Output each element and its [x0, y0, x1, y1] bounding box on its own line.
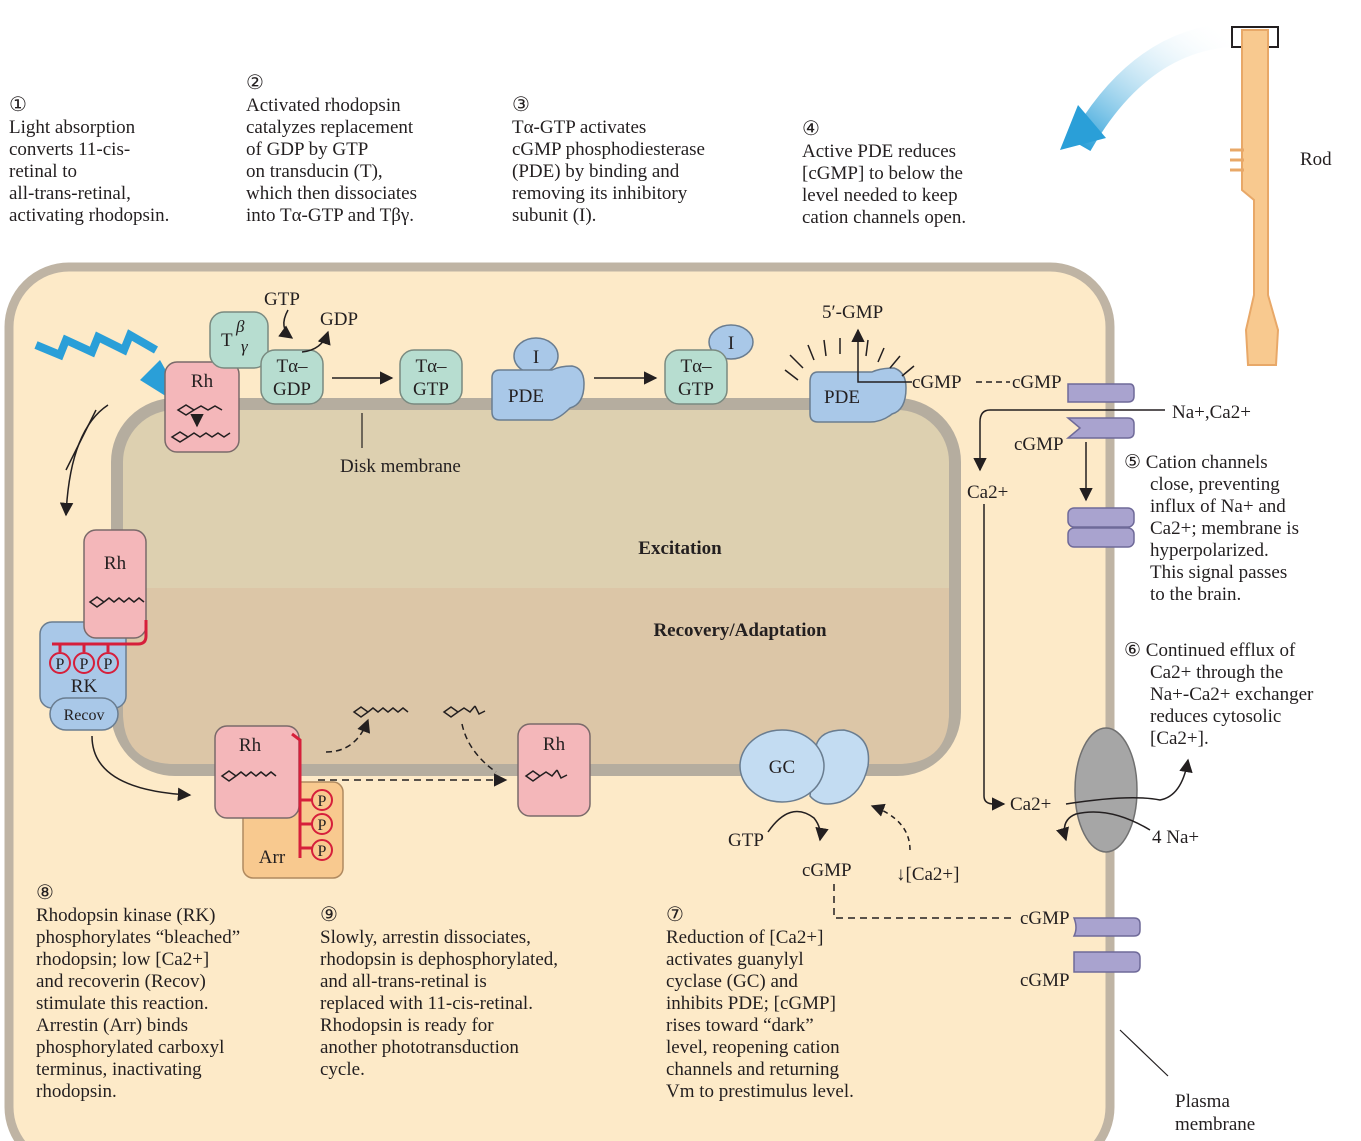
disk-membrane-label: Disk membrane — [340, 456, 461, 477]
step-8: ⑧ Rhodopsin kinase (RK) phosphorylates “… — [36, 882, 241, 1102]
svg-text:I: I — [728, 333, 734, 354]
transducin-alpha-gtp-2: I Tα– GTP — [664, 324, 754, 405]
rod-label: Rod — [1300, 149, 1332, 170]
four-na-label: 4 Na+ — [1152, 827, 1199, 848]
cis-retinal — [442, 705, 486, 718]
step-3: ③ Tα-GTP activates cGMP phosphodiesteras… — [512, 94, 705, 226]
cation-channel-open — [1065, 383, 1135, 439]
low-ca-label: ↓[Ca2+] — [896, 864, 959, 885]
svg-text:GDP: GDP — [273, 379, 311, 400]
svg-text:Rh: Rh — [104, 553, 127, 574]
svg-text:Rh: Rh — [239, 735, 262, 756]
svg-text:GTP: GTP — [678, 379, 714, 400]
na-ca-label: Na+,Ca2+ — [1172, 402, 1251, 423]
rod-icon — [1060, 23, 1280, 366]
step-9: ⑨ Slowly, arrestin dissociates, rhodopsi… — [320, 904, 559, 1080]
svg-text:Tα–: Tα– — [276, 356, 308, 377]
svg-text:GC: GC — [769, 757, 795, 778]
svg-text:P: P — [104, 656, 113, 673]
svg-text:P: P — [318, 817, 327, 834]
plasma-membrane-label-1: Plasma — [1175, 1091, 1230, 1112]
all-trans-retinal — [352, 706, 409, 718]
gdp-label: GDP — [320, 309, 358, 330]
cgmp-bottom-label: cGMP — [1020, 970, 1070, 991]
plasma-membrane-label-2: membrane — [1175, 1114, 1255, 1135]
svg-text:Rh: Rh — [543, 734, 566, 755]
cation-channel-closed — [1067, 507, 1135, 548]
na-ca-exchanger — [1074, 727, 1138, 853]
step-6: ⑥ Continued efflux of Ca2+ through the N… — [1124, 640, 1314, 749]
excitation-label: Excitation — [638, 538, 722, 559]
step-7: ⑦ Reduction of [Ca2+] activates guanylyl… — [666, 904, 854, 1102]
recovery-label: Recovery/Adaptation — [653, 620, 827, 641]
svg-text:P: P — [318, 793, 327, 810]
cgmp-gc-label: cGMP — [802, 860, 852, 881]
disk — [111, 398, 961, 776]
step-5: ⑤ Cation channels close, preventing infl… — [1124, 452, 1299, 605]
ca-exchanger-label: Ca2+ — [1010, 794, 1051, 815]
svg-text:γ: γ — [241, 337, 249, 356]
step-2: ② Activated rhodopsin catalyzes replacem… — [246, 72, 417, 226]
guanylyl-cyclase: GC — [739, 729, 870, 805]
step-4: ④ Active PDE reduces [cGMP] to below the… — [802, 118, 967, 228]
svg-text:P: P — [318, 843, 327, 860]
svg-text:P: P — [80, 656, 89, 673]
svg-text:PDE: PDE — [508, 386, 544, 407]
rhodopsin-rk-complex: Rh P P P RK Recov — [39, 529, 148, 731]
step-1: ① Light absorption converts 11-cis- reti… — [9, 94, 170, 226]
svg-text:P: P — [56, 656, 65, 673]
svg-text:Recov: Recov — [64, 707, 105, 724]
transducin-alpha-gtp-1: Tα– GTP — [399, 349, 463, 405]
rhodopsin-regenerated: Rh — [517, 723, 591, 817]
svg-text:β: β — [235, 317, 245, 336]
svg-text:I: I — [533, 347, 539, 368]
svg-text:Arr: Arr — [259, 847, 286, 868]
svg-text:PDE: PDE — [824, 387, 860, 408]
five-gmp-label: 5′-GMP — [822, 302, 883, 323]
svg-text:Tα–: Tα– — [415, 356, 447, 377]
svg-text:Rh: Rh — [191, 371, 214, 392]
pde-inactive: I PDE — [491, 337, 585, 421]
cation-channel-reopened — [1072, 917, 1141, 973]
svg-text:GTP: GTP — [413, 379, 449, 400]
cgmp-top-2: cGMP — [1012, 372, 1062, 393]
gtp-gc-label: GTP — [728, 830, 764, 851]
ca-inside-label: Ca2+ — [967, 482, 1008, 503]
svg-text:T: T — [221, 330, 233, 351]
transducin-beta-gamma: T β γ — [209, 311, 269, 369]
gtp-label: GTP — [264, 289, 300, 310]
svg-text:Tα–: Tα– — [680, 356, 712, 377]
cgmp-channel-label: cGMP — [1014, 434, 1064, 455]
transducin-alpha-gdp: Tα– GDP — [260, 349, 324, 405]
cgmp-reopen-label: cGMP — [1020, 908, 1070, 929]
rhodopsin-active: Rh — [164, 361, 240, 453]
cgmp-top-1: cGMP — [912, 372, 962, 393]
rhodopsin-arrestin-complex: Arr Rh P P P — [214, 725, 344, 879]
svg-text:RK: RK — [71, 676, 98, 697]
